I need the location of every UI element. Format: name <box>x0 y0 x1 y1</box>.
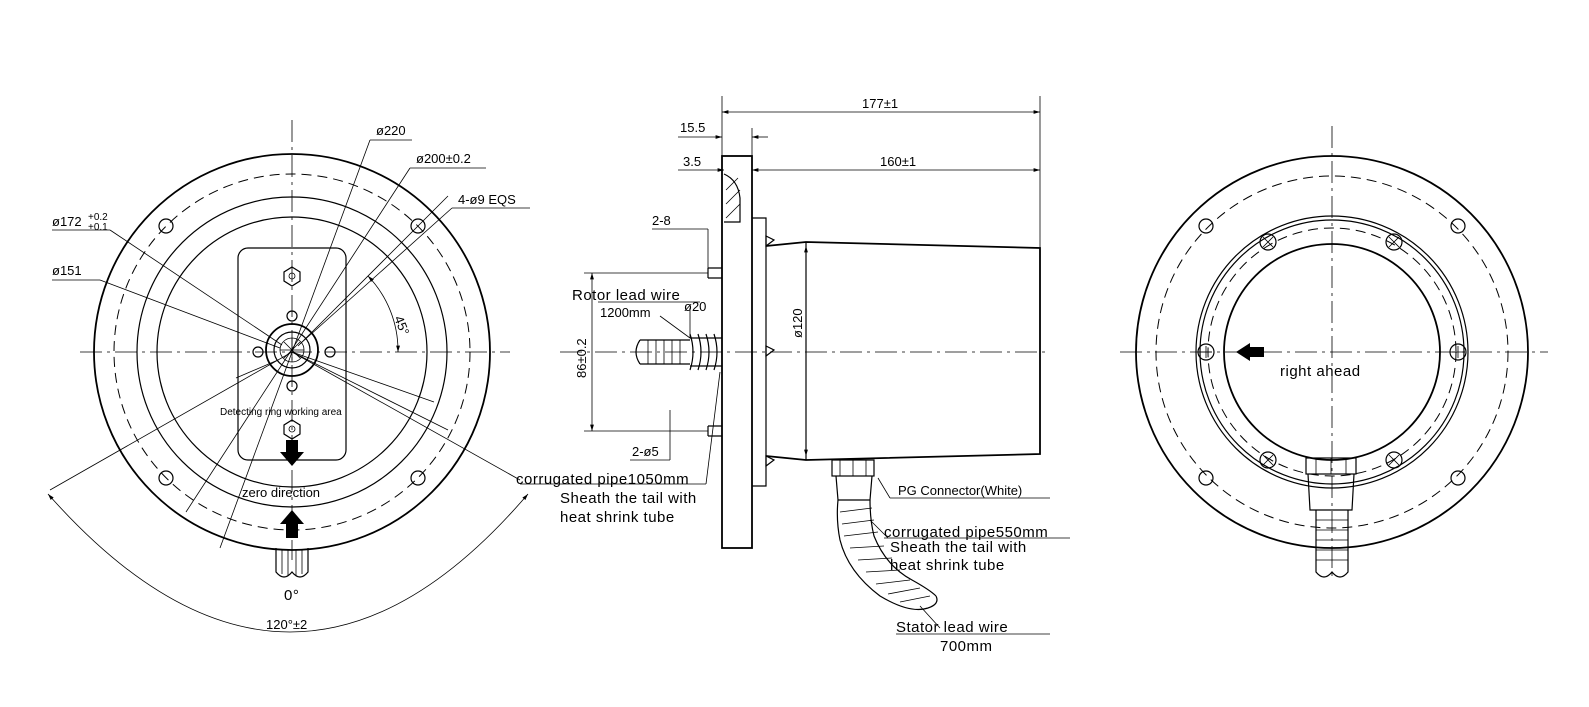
right-ahead-label: right ahead <box>1280 363 1361 380</box>
dim-angle-120: 120°±2 <box>266 617 307 632</box>
dim-d172: ø172 <box>52 214 82 229</box>
stator-wire-label: Stator lead wire <box>896 619 1008 636</box>
right-ahead-arrow <box>1236 343 1264 361</box>
pipe-550-label: corrugated pipe550mm <box>884 524 1048 541</box>
dim-86: 86±0.2 <box>574 338 589 378</box>
zero-label: 0° <box>284 587 299 604</box>
corrugated-pipe <box>836 499 938 611</box>
pipe-1050-label: corrugated pipe1050mm <box>516 471 689 488</box>
dim-160: 160±1 <box>880 154 916 169</box>
dim-3-5: 3.5 <box>683 154 701 169</box>
dim-d172-tol-lower: +0.1 <box>88 222 108 233</box>
dim-177: 177±1 <box>862 96 898 111</box>
zero-direction-arrow-down <box>280 440 304 466</box>
dim-d172-tol-upper: +0.2 <box>88 212 108 223</box>
detect-area-label: Detecting ring working area <box>220 407 342 418</box>
rotor-len-label: 1200mm <box>600 305 651 320</box>
front-view: ø220 ø200±0.2 4-ø9 EQS ø172 +0.2 +0.1 ø1… <box>47 120 530 633</box>
side-flange <box>721 155 753 549</box>
pg-connector-label: PG Connector(White) <box>898 483 1022 498</box>
zero-direction-arrow-up <box>280 510 304 538</box>
flange-inner-circle <box>136 196 448 508</box>
rotor-shaft <box>635 333 722 371</box>
dim-holes: 4-ø9 EQS <box>458 192 516 207</box>
dim-d120: ø120 <box>790 308 805 338</box>
dim-d200: ø200±0.2 <box>416 151 471 166</box>
dim-15-5: 15.5 <box>680 120 705 135</box>
hex-nut-bottom <box>283 419 301 440</box>
rear-connector <box>1305 457 1357 578</box>
rear-screws <box>1197 233 1467 469</box>
dim-angle-45: 45° <box>391 314 412 338</box>
sheath-side-label-1: Sheath the tail with <box>890 539 1027 556</box>
side-body <box>765 241 1041 461</box>
dim-2-d5: 2-ø5 <box>632 444 659 459</box>
body-circle <box>156 216 428 488</box>
dim-d151: ø151 <box>52 263 82 278</box>
rear-body-circle <box>1223 243 1441 461</box>
dim-d20: ø20 <box>684 299 706 314</box>
hex-nut-top <box>283 266 301 287</box>
rear-inner-circle-1 <box>1195 215 1469 489</box>
zero-direction-label: zero direction <box>242 485 320 500</box>
hub-ring <box>265 323 319 377</box>
front-cable-stub <box>275 548 309 578</box>
dim-d220: ø220 <box>376 123 406 138</box>
bolt-holes <box>158 218 426 486</box>
rear-bolt-holes <box>1198 218 1466 486</box>
rear-outer-circle <box>1135 155 1529 549</box>
rotor-wire-label: Rotor lead wire <box>572 287 680 304</box>
side-view: 177±1 15.5 3.5 160±1 2-8 Rotor lead wire… <box>516 96 1070 655</box>
stator-len-label: 700mm <box>940 638 993 655</box>
sheath-side-label-2: heat shrink tube <box>890 557 1005 574</box>
sheath-label-1: Sheath the tail with <box>560 490 697 507</box>
dim-2-8: 2-8 <box>652 213 671 228</box>
rear-bolt-circle <box>1155 175 1509 529</box>
flange-outer-circle <box>93 153 491 551</box>
sheath-label-2: heat shrink tube <box>560 509 675 526</box>
rear-view: right ahead <box>1120 126 1548 578</box>
pg-connector <box>831 459 875 501</box>
